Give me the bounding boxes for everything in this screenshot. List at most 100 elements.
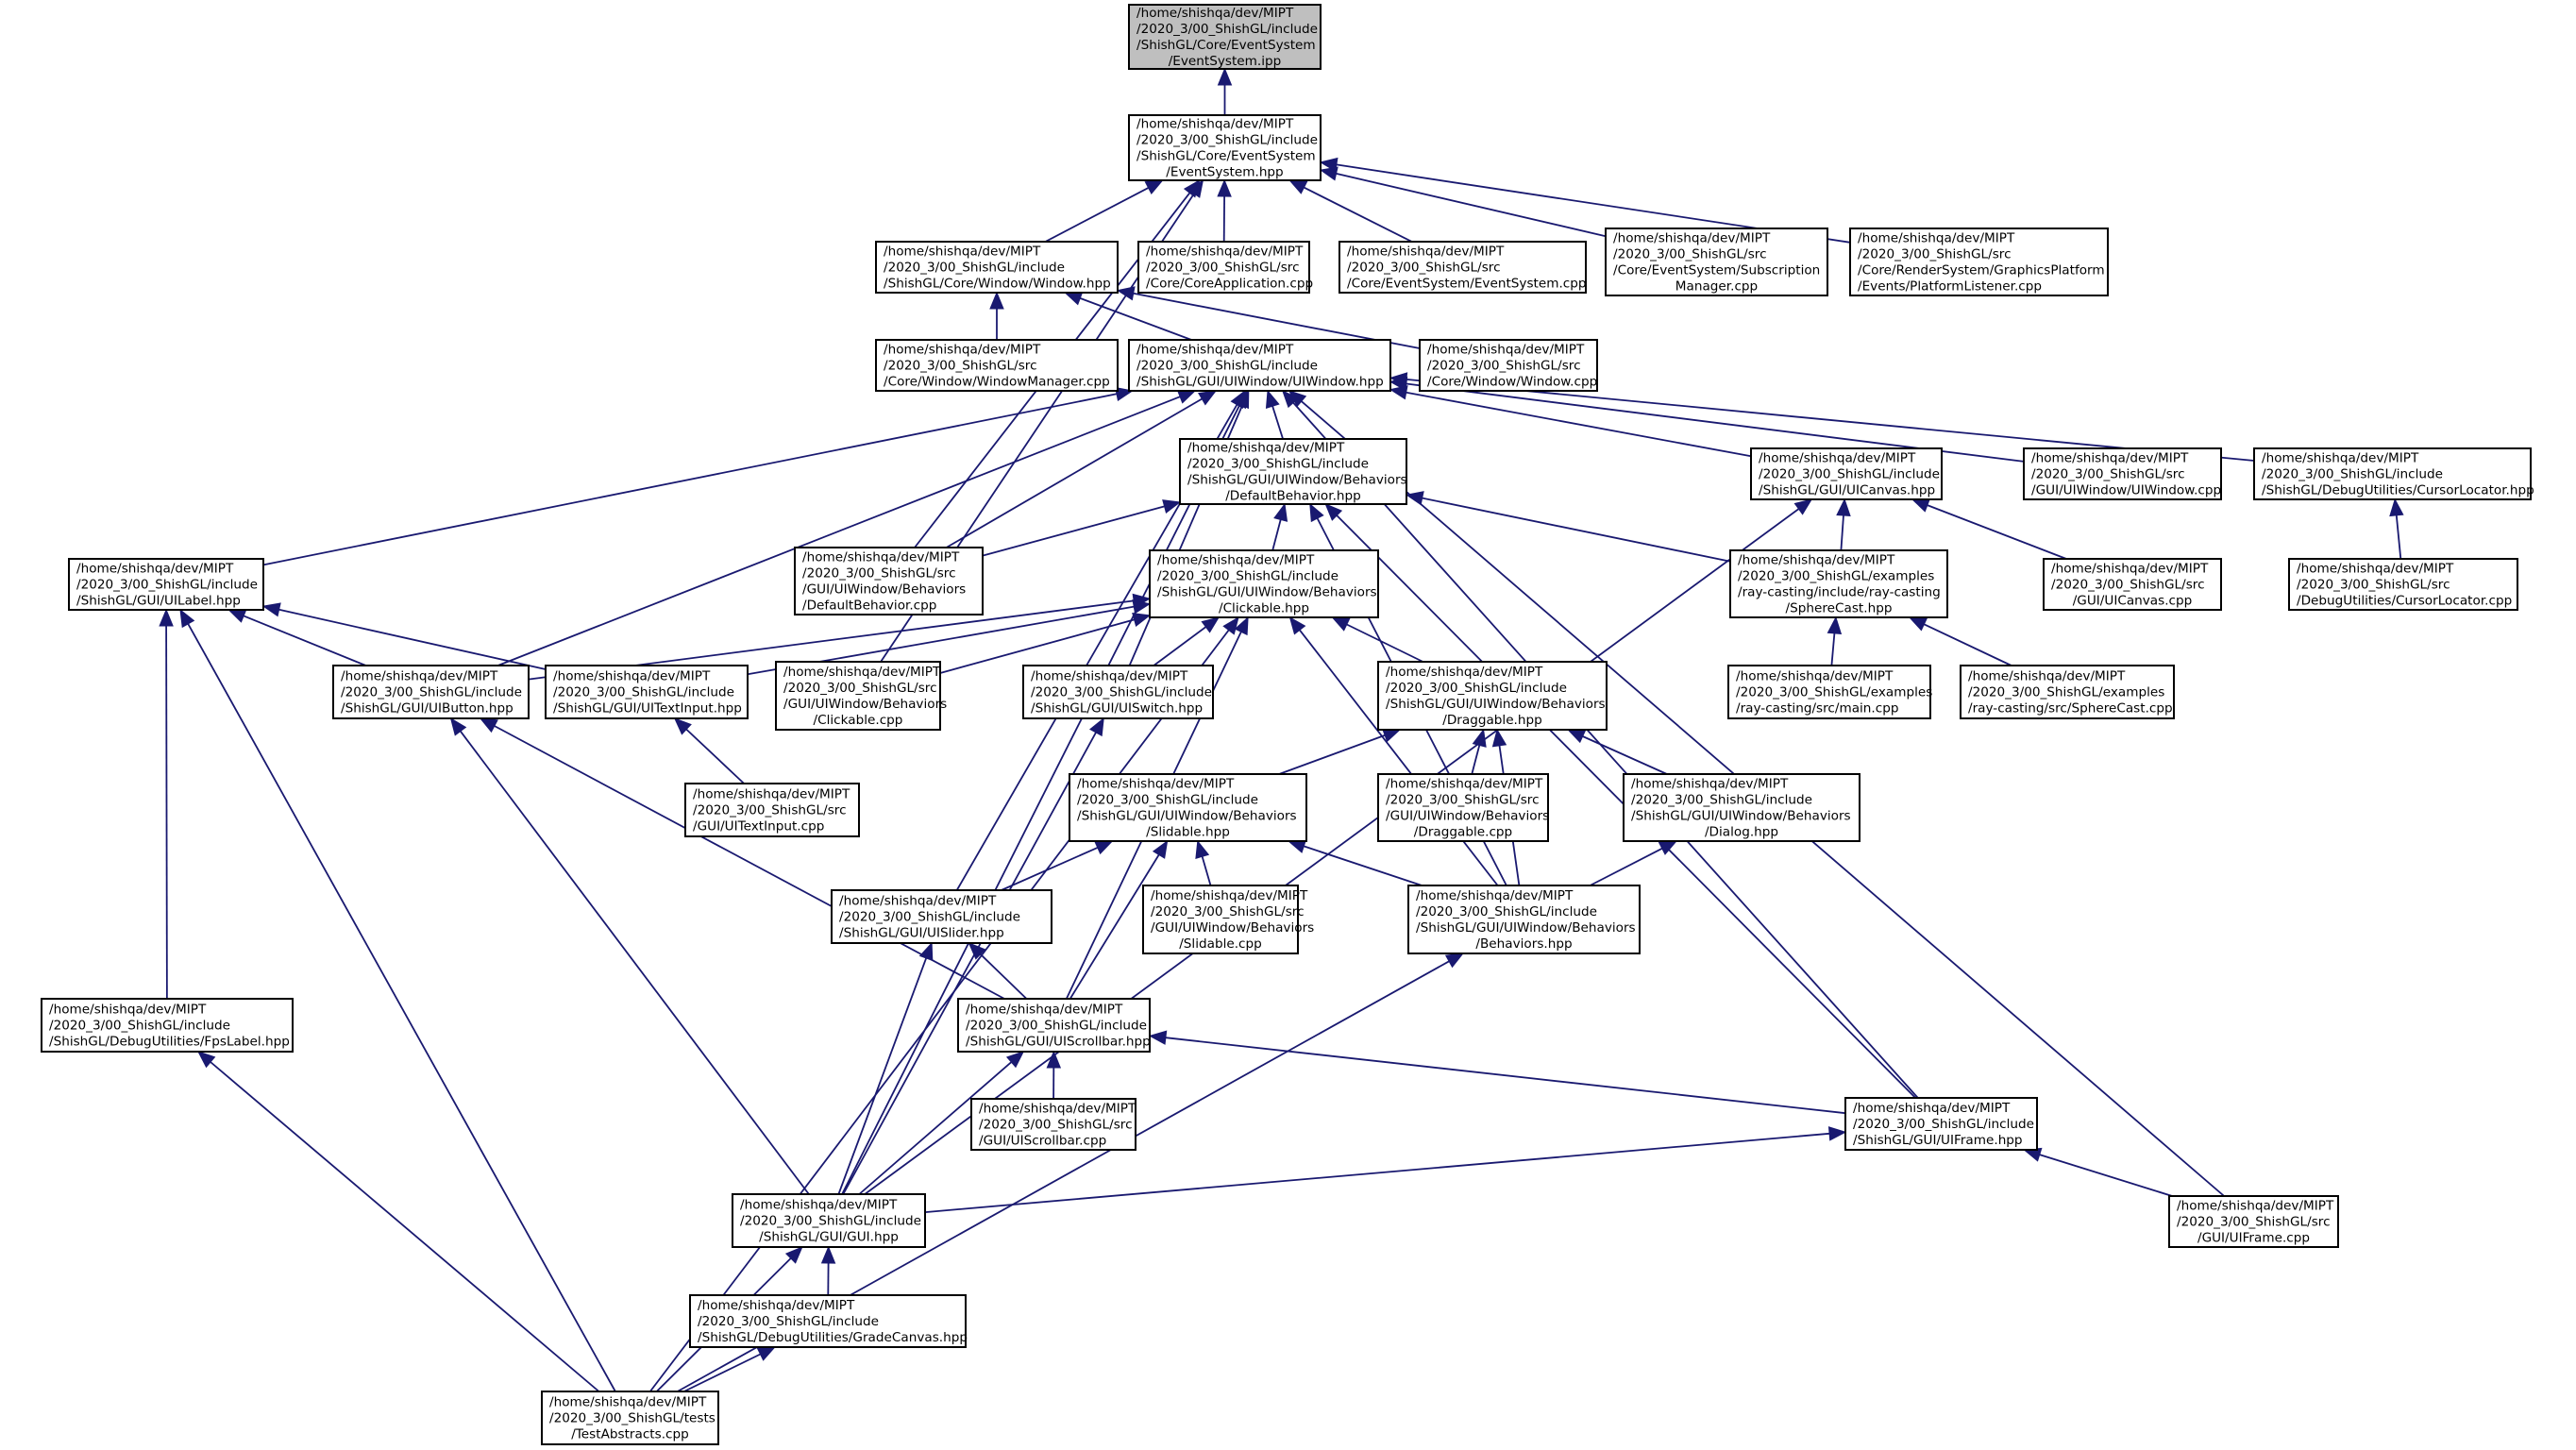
file-node[interactable]: /home/shishqa/dev/MIPT/2020_3/00_ShishGL… <box>2253 447 2534 500</box>
node-label-line: /2020_3/00_ShishGL/src <box>1858 247 2012 262</box>
file-node[interactable]: /home/shishqa/dev/MIPT/2020_3/00_ShishGL… <box>1179 438 1407 505</box>
node-label-line: /home/shishqa/dev/MIPT <box>884 343 1041 358</box>
file-node[interactable]: /home/shishqa/dev/MIPT/2020_3/00_ShishGL… <box>1377 661 1608 731</box>
arrowhead-icon <box>1405 491 1424 506</box>
file-node[interactable]: /home/shishqa/dev/MIPT/2020_3/00_ShishGL… <box>957 998 1151 1053</box>
dependency-edge <box>939 613 1152 674</box>
arrowhead-icon <box>1911 498 1931 513</box>
file-node[interactable]: /home/shishqa/dev/MIPT/2020_3/00_ShishGL… <box>1128 4 1322 70</box>
node-label-line: /2020_3/00_ShishGL/src <box>783 681 937 696</box>
node-label-line: /Core/RenderSystem/GraphicsPlatform <box>1858 263 2105 278</box>
node-label-line: /ShishGL/GUI/UIWindow/Behaviors <box>1386 697 1606 712</box>
file-node[interactable]: /home/shishqa/dev/MIPT/2020_3/00_ShishGL… <box>1849 228 2109 296</box>
file-node[interactable]: /home/shishqa/dev/MIPT/2020_3/00_ShishGL… <box>1407 885 1641 954</box>
file-node[interactable]: /home/shishqa/dev/MIPT/2020_3/00_ShishGL… <box>1142 885 1314 954</box>
node-label-line: /GUI/UIWindow/Behaviors <box>1151 920 1314 936</box>
node-label-line: /2020_3/00_ShishGL/src <box>1427 359 1581 374</box>
dependency-edge <box>946 390 1218 548</box>
file-node[interactable]: /home/shishqa/dev/MIPT/2020_3/00_ShishGL… <box>831 889 1052 944</box>
node-label-line: /ShishGL/GUI/UIWindow/Behaviors <box>1416 920 1636 936</box>
node-label-line: /Clickable.hpp <box>1219 601 1309 616</box>
edge-line <box>2039 1154 2173 1197</box>
dependency-edge <box>1908 616 2012 666</box>
file-node[interactable]: /home/shishqa/dev/MIPT/2020_3/00_ShishGL… <box>794 547 984 615</box>
node-label-line: /home/shishqa/dev/MIPT <box>1631 777 1789 792</box>
arrowhead-icon <box>1319 157 1339 173</box>
file-node[interactable]: /home/shishqa/dev/MIPT/2020_3/00_ShishGL… <box>2023 447 2222 500</box>
dependency-edge <box>1153 616 1221 666</box>
node-label-line: /home/shishqa/dev/MIPT <box>2031 451 2189 466</box>
arrowhead-icon <box>918 941 934 962</box>
edge-line <box>1299 629 1499 886</box>
node-label-line: /2020_3/00_ShishGL/include <box>2262 467 2443 482</box>
arrowhead-icon <box>820 1245 836 1264</box>
node-box <box>1142 885 1299 954</box>
file-node[interactable]: /home/shishqa/dev/MIPT/2020_3/00_ShishGL… <box>775 661 947 731</box>
arrowhead-icon <box>989 291 1004 310</box>
file-node[interactable]: /home/shishqa/dev/MIPT/2020_3/00_ShishGL… <box>41 998 294 1053</box>
file-node[interactable]: /home/shishqa/dev/MIPT/2020_3/00_ShishGL… <box>1377 773 1549 842</box>
node-label-line: /2020_3/00_ShishGL/include <box>1136 133 1318 148</box>
node-label-line: /ShishGL/Core/EventSystem <box>1136 149 1316 164</box>
file-node[interactable]: /home/shishqa/dev/MIPT/2020_3/00_ShishGL… <box>1960 665 2175 719</box>
arrowhead-icon <box>1567 729 1587 744</box>
node-label-line: /2020_3/00_ShishGL/src <box>884 359 1037 374</box>
file-node[interactable]: /home/shishqa/dev/MIPT/2020_3/00_ShishGL… <box>970 1098 1136 1151</box>
file-node[interactable]: /home/shishqa/dev/MIPT/2020_3/00_ShishGL… <box>875 339 1119 392</box>
file-node[interactable]: /home/shishqa/dev/MIPT/2020_3/00_ShishGL… <box>732 1193 926 1248</box>
edge-line <box>924 1132 1830 1213</box>
node-label-line: /Behaviors.hpp <box>1475 936 1572 952</box>
file-node[interactable]: /home/shishqa/dev/MIPT/2020_3/00_ShishGL… <box>875 241 1119 294</box>
dependency-edge <box>649 615 1239 1392</box>
node-label-line: /Draggable.hpp <box>1442 713 1542 728</box>
file-node[interactable]: /home/shishqa/dev/MIPT/2020_3/00_ShishGL… <box>1128 339 1391 392</box>
file-node[interactable]: /home/shishqa/dev/MIPT/2020_3/00_ShishGL… <box>1069 773 1307 842</box>
file-node[interactable]: /home/shishqa/dev/MIPT/2020_3/00_ShishGL… <box>1128 114 1322 181</box>
file-node[interactable]: /home/shishqa/dev/MIPT/2020_3/00_ShishGL… <box>541 1391 719 1445</box>
file-node[interactable]: /home/shishqa/dev/MIPT/2020_3/00_ShishGL… <box>1137 241 1313 294</box>
file-node[interactable]: /home/shishqa/dev/MIPT/2020_3/00_ShishGL… <box>689 1294 968 1348</box>
file-node[interactable]: /home/shishqa/dev/MIPT/2020_3/00_ShishGL… <box>1022 665 1214 719</box>
node-label-line: /home/shishqa/dev/MIPT <box>1736 669 1894 684</box>
file-node[interactable]: /home/shishqa/dev/MIPT/2020_3/00_ShishGL… <box>2168 1195 2339 1248</box>
arrowhead-icon <box>1187 178 1204 198</box>
edge-line <box>1201 856 1212 886</box>
node-label-line: /GUI/UIWindow/UIWindow.cpp <box>2031 483 2221 498</box>
edge-line <box>278 608 547 670</box>
edge-line <box>1079 297 1192 341</box>
file-node[interactable]: /home/shishqa/dev/MIPT/2020_3/00_ShishGL… <box>1729 549 1948 618</box>
file-node[interactable]: /home/shishqa/dev/MIPT/2020_3/00_ShishGL… <box>1149 549 1379 618</box>
dependency-edge <box>982 499 1182 557</box>
file-node[interactable]: /home/shishqa/dev/MIPT/2020_3/00_ShishGL… <box>1727 665 1932 719</box>
dependency-edge <box>1217 178 1232 243</box>
edge-line <box>1830 632 1836 666</box>
file-node[interactable]: /home/shishqa/dev/MIPT/2020_3/00_ShishGL… <box>332 665 530 719</box>
node-label-line: /2020_3/00_ShishGL/include <box>884 261 1065 276</box>
file-node[interactable]: /home/shishqa/dev/MIPT/2020_3/00_ShishGL… <box>545 665 749 719</box>
node-box <box>1339 241 1587 294</box>
node-label-line: /home/shishqa/dev/MIPT <box>1427 343 1585 358</box>
node-label-line: /ShishGL/GUI/UISlider.hpp <box>839 926 1004 941</box>
arrowhead-icon <box>1162 499 1182 514</box>
dependency-edge <box>1389 372 2255 462</box>
arrowhead-icon <box>1217 67 1233 86</box>
arrowhead-icon <box>261 602 281 617</box>
edge-line <box>1303 186 1413 243</box>
node-label-line: /Slidable.hpp <box>1146 825 1230 840</box>
file-node[interactable]: /home/shishqa/dev/MIPT/2020_3/00_ShishGL… <box>1419 339 1598 392</box>
file-node[interactable]: /home/shishqa/dev/MIPT/2020_3/00_ShishGL… <box>2288 558 2518 611</box>
node-label-line: /ShishGL/GUI/UISwitch.hpp <box>1031 701 1203 717</box>
file-node[interactable]: /home/shishqa/dev/MIPT/2020_3/00_ShishGL… <box>684 783 860 837</box>
node-box <box>1844 1097 2038 1151</box>
file-node[interactable]: /home/shishqa/dev/MIPT/2020_3/00_ShishGL… <box>1339 241 1587 294</box>
dependency-edge <box>864 498 1813 1195</box>
file-node[interactable]: /home/shishqa/dev/MIPT/2020_3/00_ShishGL… <box>1623 773 1860 842</box>
edge-line <box>982 505 1165 557</box>
edge-line <box>1271 519 1282 551</box>
file-node[interactable]: /home/shishqa/dev/MIPT/2020_3/00_ShishGL… <box>2043 558 2222 611</box>
file-node[interactable]: /home/shishqa/dev/MIPT/2020_3/00_ShishGL… <box>68 558 264 611</box>
file-node[interactable]: /home/shishqa/dev/MIPT/2020_3/00_ShishGL… <box>1844 1097 2038 1151</box>
file-node[interactable]: /home/shishqa/dev/MIPT/2020_3/00_ShishGL… <box>1605 228 1828 296</box>
arrowhead-icon <box>1309 502 1324 523</box>
file-node[interactable]: /home/shishqa/dev/MIPT/2020_3/00_ShishGL… <box>1750 447 1943 500</box>
